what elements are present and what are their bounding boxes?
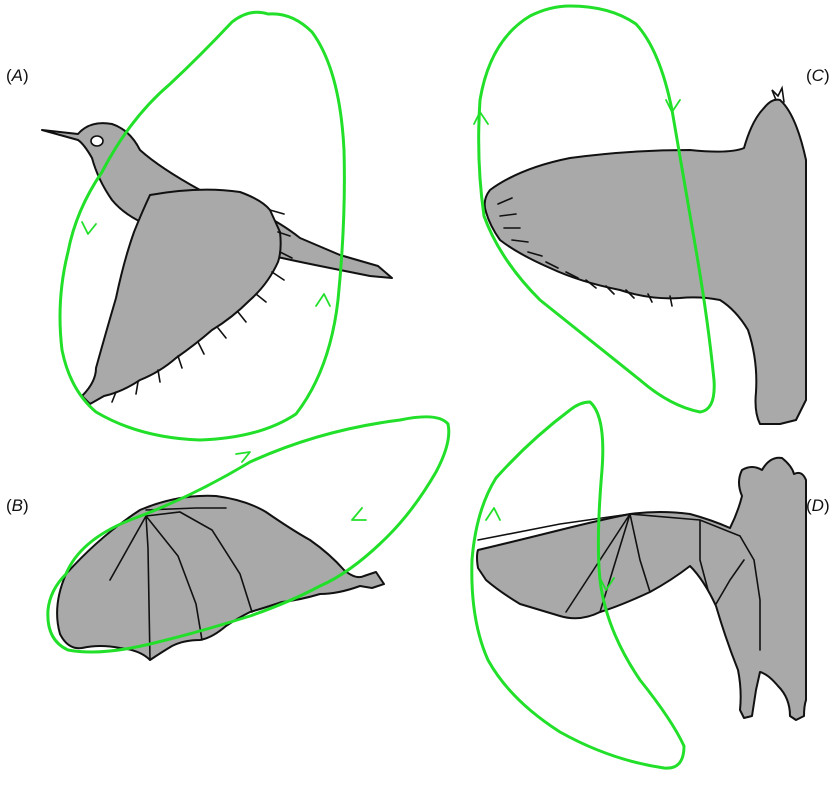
arrow-c-2 (474, 112, 488, 124)
arrow-c-1 (666, 100, 680, 112)
arrow-b-1 (236, 452, 250, 462)
arrow-d-1 (486, 508, 500, 520)
bird-side-wing (82, 190, 281, 404)
bird-eye-icon (91, 136, 103, 146)
bird-front-body (485, 100, 806, 424)
arrow-a-1 (82, 222, 96, 234)
arrow-a-2 (316, 294, 330, 306)
bird-side-illustration (42, 123, 392, 404)
arrow-b-2 (352, 508, 366, 520)
bird-front-illustration (485, 88, 806, 424)
